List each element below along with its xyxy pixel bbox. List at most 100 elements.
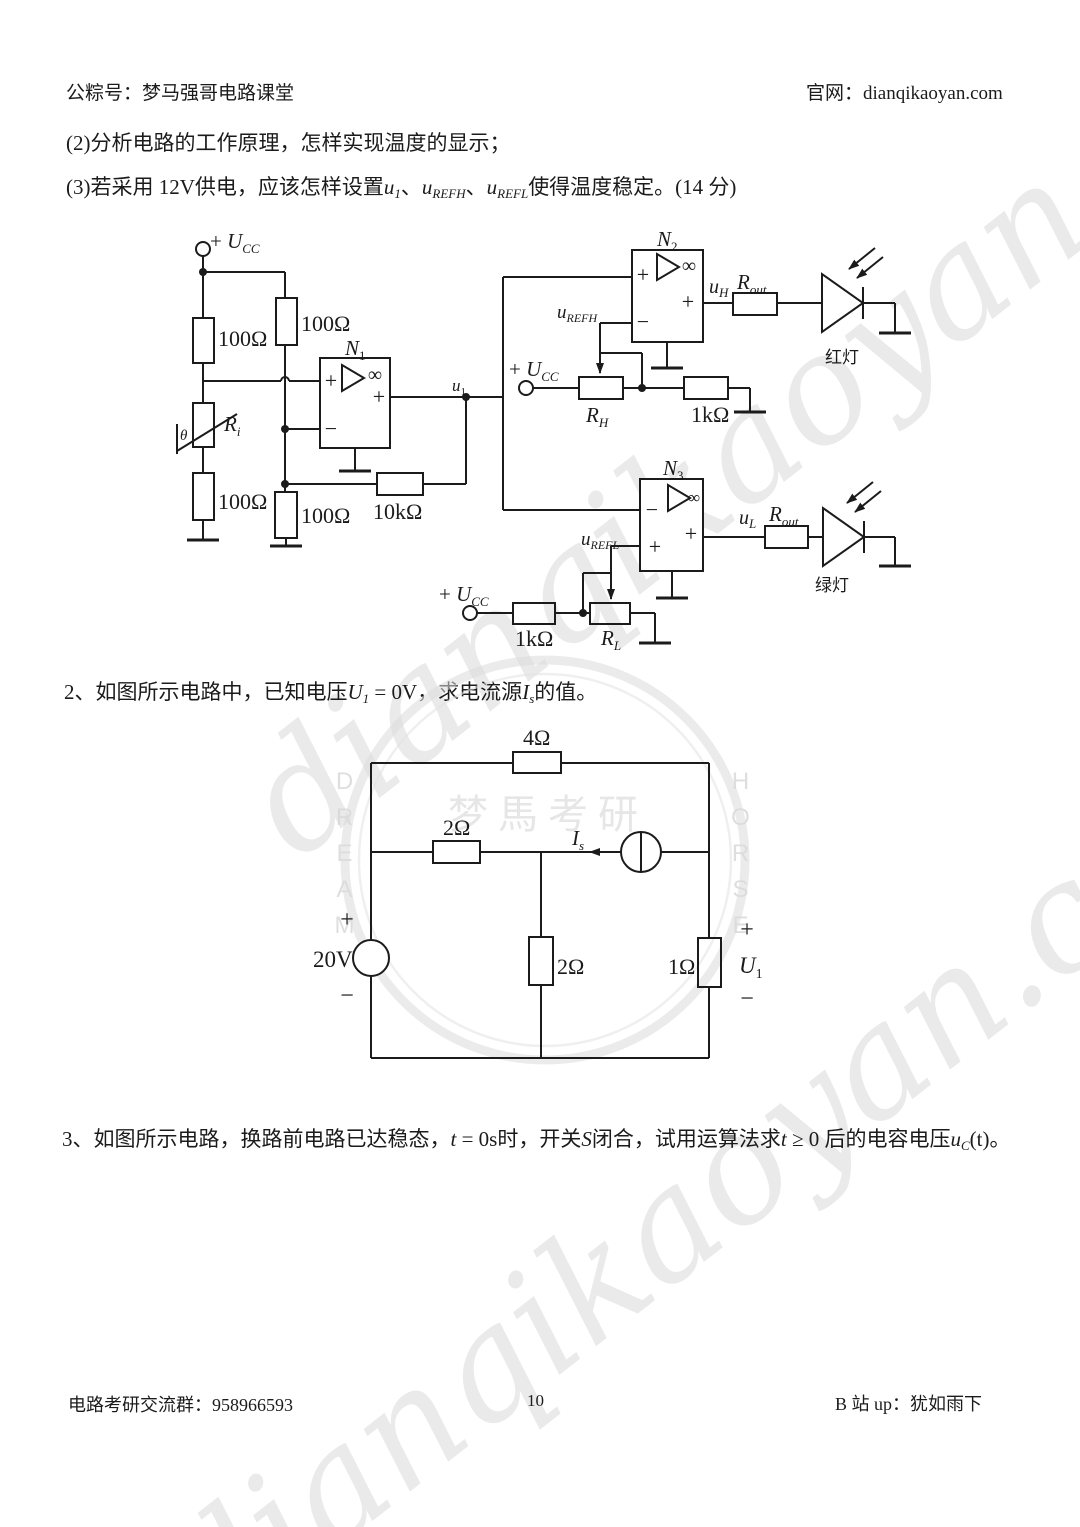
voltage-source-20v	[352, 939, 390, 977]
n3-plus-input: +	[649, 534, 661, 559]
q3-t1: t	[450, 1127, 457, 1151]
q2-u1-sub: 1	[362, 691, 370, 706]
n3-gain-infinity: ∞	[688, 488, 700, 507]
supply-terminal-ucc-1	[195, 241, 211, 257]
q2-u1: U	[347, 680, 363, 704]
footer-group-label: 电路考研交流群：958966593	[68, 1395, 293, 1415]
q3-uc: u	[950, 1127, 961, 1151]
r100-bl-label: 100Ω	[218, 489, 267, 514]
potentiometer-rh	[578, 323, 624, 400]
resistor-2ohm-middle	[528, 936, 554, 986]
ul-label: uL	[739, 507, 756, 531]
r4-label: 4Ω	[523, 725, 550, 750]
r2-mid-label: 2Ω	[557, 954, 584, 979]
n2-minus-input: −	[637, 309, 649, 334]
rh-label: RH	[585, 403, 609, 430]
resistor-1kohm-high	[683, 376, 729, 400]
q1p3-sep1: 、	[400, 175, 422, 199]
supply-terminal-ucc-2	[518, 380, 534, 396]
circuit-2-labels: 4Ω 2Ω Is + 20V − 2Ω 1Ω + U1 −	[313, 725, 763, 1012]
q3-uc-sub: C	[960, 1138, 970, 1153]
resistor-100ohm-bottom-right	[274, 491, 298, 539]
n1-minus-input: −	[325, 416, 337, 441]
question-1-part-3: (3)若采用 12V供电，应该怎样设置u1、uREFH、uREFL使得温度稳定。…	[66, 171, 736, 202]
resistor-1ohm	[697, 937, 722, 988]
q2-text-c: 的值。	[534, 680, 598, 704]
n2-label: N2	[656, 227, 678, 254]
n1-gain-infinity: ∞	[368, 364, 382, 386]
q3-text-d: ≥ 0 后的电容电压	[786, 1127, 951, 1151]
header-site-label: 官网：dianqikaoyan.com	[806, 83, 1003, 104]
r100-tl-label: 100Ω	[218, 326, 267, 351]
footer-page-number: 10	[527, 1391, 544, 1410]
n1-output-plus: +	[373, 384, 385, 409]
r2-top-label: 2Ω	[443, 815, 470, 840]
urefh-label: uREFH	[557, 302, 598, 325]
v20-minus-sign: −	[340, 983, 354, 1009]
n3-output-plus: +	[685, 521, 697, 546]
q1p3-u1-sub: 1	[394, 186, 401, 201]
u1-minus-sign: −	[740, 986, 754, 1012]
q3-text-c: 闭合，试用运算法求	[591, 1127, 781, 1151]
header-account-label: 公粽号：梦马强哥电路课堂	[66, 83, 295, 104]
u1-node-label: u1	[452, 376, 466, 398]
led-green	[822, 481, 882, 568]
q2-is: I	[522, 680, 530, 704]
r100-tr-label: 100Ω	[301, 311, 350, 336]
resistor-2ohm-top	[432, 840, 481, 864]
q3-t2: t	[780, 1127, 787, 1151]
q1p3-urefh-sub: REFH	[432, 186, 466, 201]
q1p3-text-a: (3)若采用 12V供电，应该怎样设置	[66, 175, 384, 199]
resistor-rout-low	[764, 525, 809, 549]
rl-label: RL	[600, 626, 621, 653]
ucc1-label: + UCC	[210, 229, 260, 256]
q3-text-e: (t)。	[969, 1127, 1011, 1151]
resistor-rout-high	[732, 292, 778, 316]
q3-s: S	[581, 1127, 592, 1151]
q3-text-a: 3、如图所示电路，换路前电路已达稳态，	[62, 1127, 451, 1151]
circuit-2-wires	[370, 762, 710, 1059]
question-1-part-2: (2)分析电路的工作原理，怎样实现温度的显示；	[66, 131, 511, 155]
question-3-title: 3、如图所示电路，换路前电路已达稳态，t = 0s时，开关S闭合，试用运算法求t…	[62, 1123, 1010, 1154]
u1-plus-sign: +	[740, 917, 754, 943]
q1p3-urefh: u	[421, 175, 433, 199]
resistor-100ohm-bottom-left	[192, 472, 215, 521]
q1p3-urefl: u	[486, 175, 498, 199]
q3-text-b: = 0s时，开关	[456, 1127, 582, 1151]
q1p3-sep2: 、	[465, 175, 487, 199]
v20-plus-sign: +	[340, 907, 354, 933]
n1-plus-input: +	[325, 368, 337, 393]
n2-output-plus: +	[682, 289, 694, 314]
led-red	[821, 247, 884, 334]
footer-uploader-label: B 站 up：犹如雨下	[835, 1394, 983, 1414]
resistor-100ohm-top-left	[192, 317, 215, 364]
n1-label: N1	[344, 336, 366, 363]
uh-label: uH	[709, 276, 729, 300]
ucc2-label: + UCC	[509, 357, 559, 384]
resistor-100ohm-top-right	[275, 297, 298, 346]
theta-label: θ	[180, 428, 188, 444]
q1p3-urefl-sub: REFL	[497, 186, 529, 201]
q1p3-u1: u	[383, 175, 395, 199]
resistor-10kohm	[376, 472, 424, 496]
n3-label: N3	[662, 456, 684, 483]
potentiometer-rl	[589, 546, 631, 625]
circuit-1-labels: + UCC 100Ω 100Ω 100Ω 100Ω θ Ri N1 + − ∞ …	[180, 227, 859, 653]
green-led-label: 绿灯	[815, 576, 849, 595]
thermistor-ri	[176, 402, 238, 454]
circuit-1-wires	[202, 256, 896, 643]
r1k-high-label: 1kΩ	[691, 402, 729, 427]
supply-terminal-ucc-3	[462, 605, 478, 621]
resistor-4ohm	[512, 751, 562, 774]
v20-label: 20V	[313, 947, 353, 972]
rout-high-label: Rout	[736, 270, 767, 297]
ground-bars	[187, 331, 911, 645]
urefl-label: uREFL	[581, 529, 619, 552]
r1k-low-label: 1kΩ	[515, 626, 553, 651]
opamp-n1	[319, 357, 391, 449]
is-label: Is	[571, 826, 584, 853]
q2-text-a: 2、如图所示电路中，已知电压	[64, 680, 348, 704]
red-led-label: 红灯	[825, 348, 859, 367]
